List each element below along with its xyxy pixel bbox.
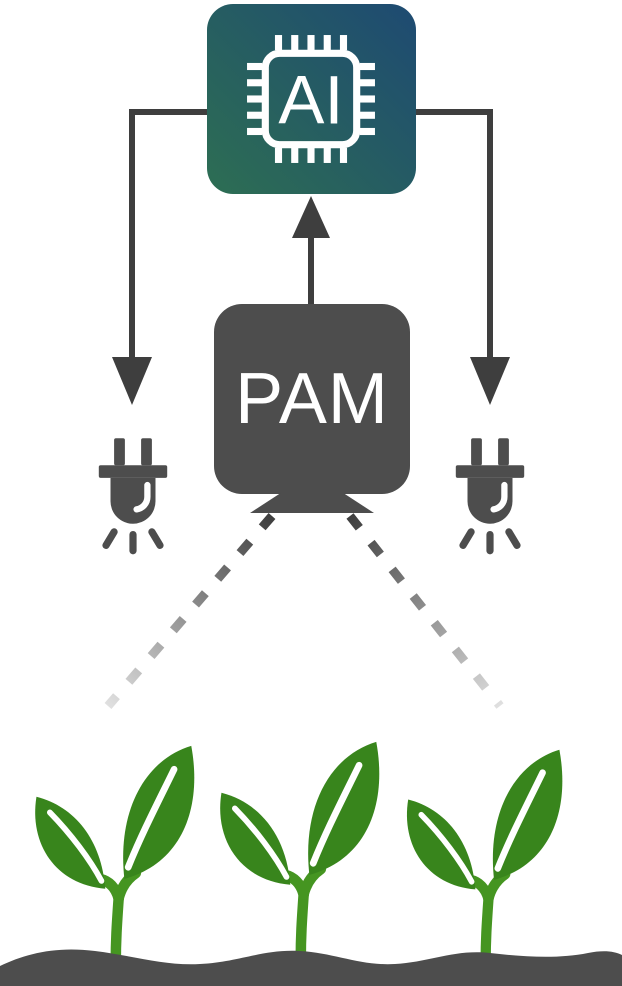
connector-ai-to-left-light-vertical — [129, 109, 135, 359]
arrowhead-down-left — [112, 357, 152, 405]
connector-ai-to-right-light-horizontal — [415, 109, 493, 115]
seedling-right — [406, 749, 563, 964]
arrowhead-up — [292, 196, 330, 238]
connector-ai-to-left-light-horizontal — [129, 109, 207, 115]
ground — [0, 949, 622, 986]
led-plug-light-icon-left — [98, 438, 168, 555]
ai-label: AI — [278, 60, 343, 138]
pam-node: PAM — [214, 304, 410, 494]
seedling-middle — [220, 741, 380, 961]
ai-node: AI — [207, 4, 416, 194]
microchip-icon: AI — [247, 35, 375, 163]
pam-label: PAM — [235, 359, 389, 439]
led-plug-light-icon-right — [455, 438, 525, 555]
connector-ai-to-right-light-vertical — [487, 109, 493, 359]
connector-pam-to-ai — [308, 234, 314, 305]
pam-projector-base — [250, 492, 374, 513]
arrowhead-down-right — [470, 357, 510, 405]
